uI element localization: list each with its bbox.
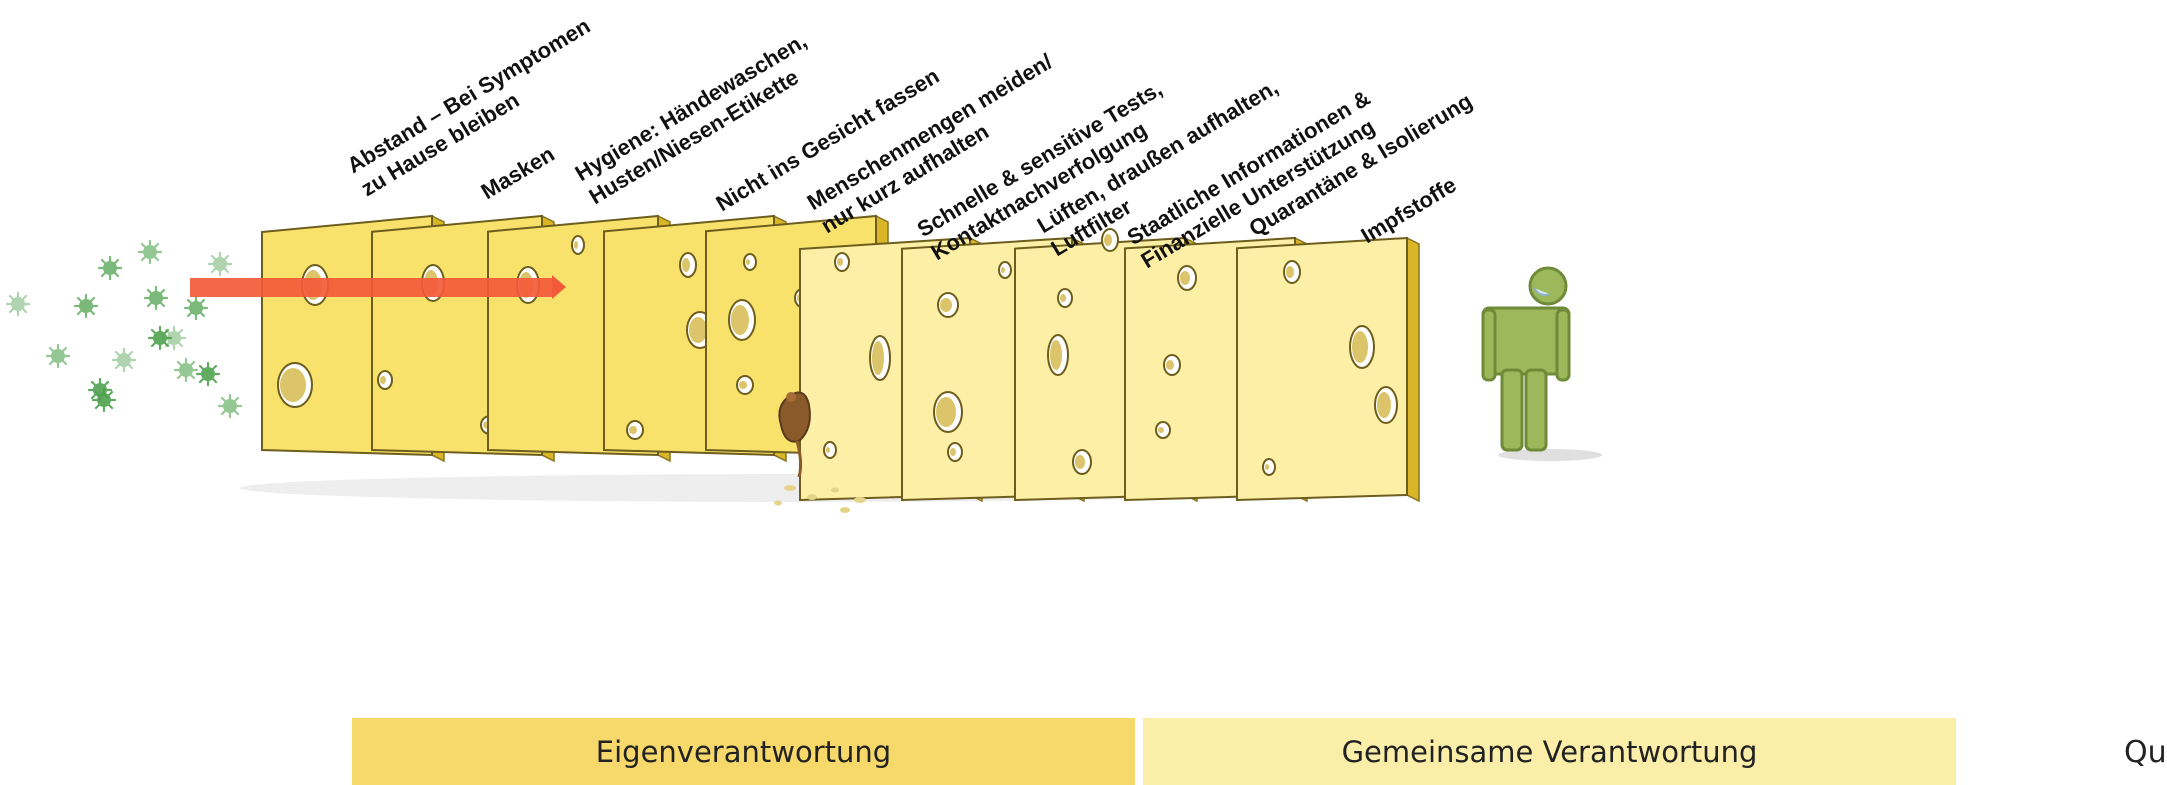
own-responsibility-label: Eigenverantwortung xyxy=(596,735,891,769)
virus-icon xyxy=(47,345,69,367)
person-icon xyxy=(1483,268,1602,461)
virus-icon xyxy=(139,241,161,263)
shared-responsibility-band: Gemeinsame Verantwortung xyxy=(1143,718,1956,785)
virus-icon xyxy=(7,293,29,315)
virus-icon xyxy=(89,379,111,401)
virus-icon xyxy=(219,395,241,417)
virus-icon xyxy=(113,349,135,371)
virus-icon xyxy=(209,253,231,275)
own-responsibility-band: Eigenverantwortung xyxy=(352,718,1135,785)
virus-icon xyxy=(197,363,219,385)
virus-icon xyxy=(163,327,185,349)
virus-icon xyxy=(75,295,97,317)
shared-responsibility-label: Gemeinsame Verantwortung xyxy=(1342,735,1758,769)
virus-icon xyxy=(145,287,167,309)
arrow-icon xyxy=(190,275,566,299)
virus-icon xyxy=(185,297,207,319)
virus-icon xyxy=(175,359,197,381)
source-note: Qu xyxy=(2124,735,2167,770)
cheese-slice xyxy=(1237,238,1419,501)
virus-icon xyxy=(99,257,121,279)
